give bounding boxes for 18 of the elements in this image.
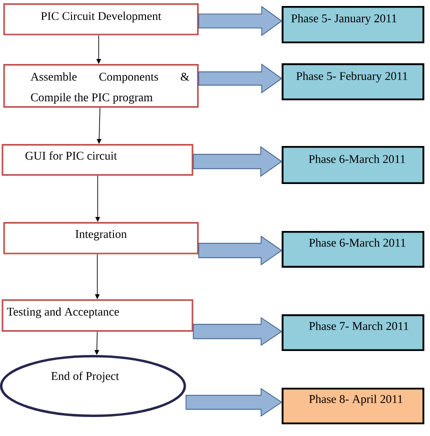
milestone-box: Phase 8- April 2011 [282, 388, 424, 424]
process-box: GUI for PIC circuit [2, 144, 194, 176]
process-box: PIC Circuit Development [3, 3, 199, 36]
milestone-box: Phase 6-March 2011 [282, 231, 424, 268]
milestone-box: Phase 7- March 2011 [282, 314, 424, 351]
block-arrow [198, 64, 282, 94]
arrow [96, 107, 102, 144]
block-arrow [192, 146, 282, 177]
process-box: Integration [3, 222, 199, 254]
milestone-box: Phase 6-March 2011 [282, 146, 424, 184]
block-arrow [198, 6, 282, 36]
block-arrow [192, 316, 282, 346]
process-box: Testing and Acceptance [2, 299, 194, 332]
block-arrow [198, 236, 282, 266]
milestone-box: Phase 5- February 2011 [282, 63, 424, 100]
milestone-box: Phase 5- January 2011 [282, 6, 424, 44]
process-box: Assemble Components & Compile the PIC program [3, 64, 199, 108]
block-arrow [186, 388, 282, 417]
